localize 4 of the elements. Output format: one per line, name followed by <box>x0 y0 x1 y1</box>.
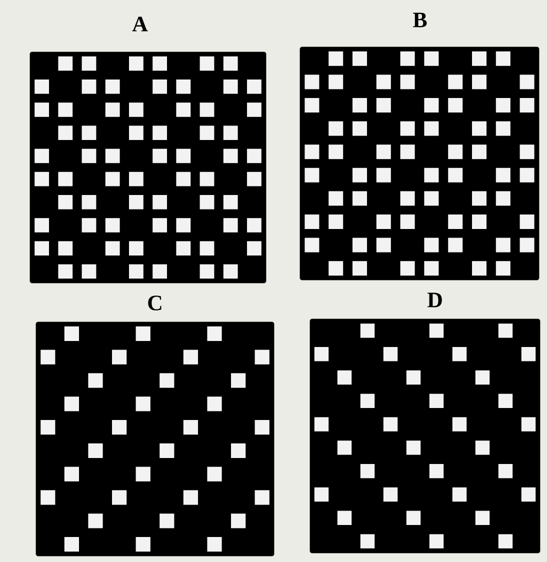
panel-letter: A <box>132 16 148 32</box>
panel-letter: B <box>413 12 427 28</box>
panel-letter: C <box>148 296 162 310</box>
panel-letter: D <box>427 292 442 308</box>
